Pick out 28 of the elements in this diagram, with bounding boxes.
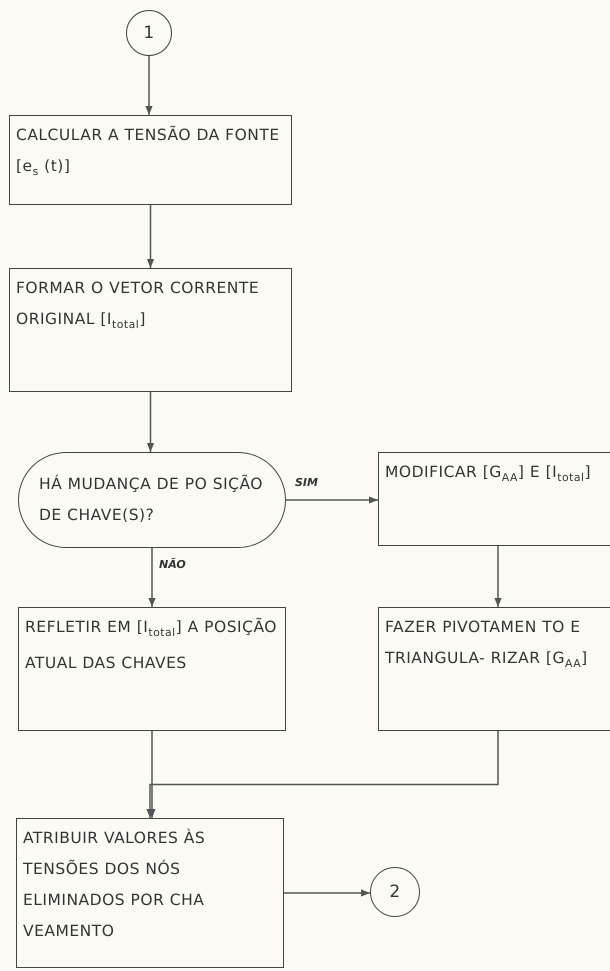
node-text: 1	[143, 22, 155, 44]
edge-label: SIM	[294, 476, 319, 489]
process-box	[378, 607, 610, 731]
connector-circle	[126, 10, 172, 56]
process-box	[18, 607, 286, 731]
node-text: FAZER PIVOTAMEN TO E TRIANGULA- RIZAR [G$_{AA}$]	[384, 617, 589, 672]
node-text: 2	[389, 880, 401, 904]
arrow	[148, 548, 156, 607]
process-box	[9, 115, 292, 205]
process-box	[16, 818, 284, 968]
arrow	[145, 56, 153, 115]
node-text: ATRIBUIR VALORES ÀS TENSÕES DOS NÓS ELIMINADOS POR CHA VEAMENTO	[22, 828, 206, 942]
node-text: REFLETIR EM [I$_{total}$] A POSIÇÃO ATUAL DAS CHAVES	[24, 616, 278, 674]
connector-circle	[370, 867, 420, 917]
process-box	[9, 268, 292, 392]
edge-label: NÃO	[158, 558, 187, 571]
arrow	[146, 392, 154, 452]
arrow	[494, 546, 502, 607]
arrow	[146, 205, 154, 268]
process-box	[378, 452, 610, 546]
arrow	[146, 731, 499, 818]
arrow	[284, 889, 370, 897]
arrow	[286, 496, 378, 504]
node-text: CALCULAR A TENSÃO DA FONTE [e$_{s}$ (t)]	[15, 124, 281, 180]
node-text: HÁ MUDANÇA DE PO SIÇÃO DE CHAVE(S)?	[38, 474, 264, 526]
arrow	[148, 731, 156, 818]
node-text: MODIFICAR [G$_{AA}$] E [I$_{total}$]	[384, 462, 592, 486]
node-text: FORMAR O VETOR CORRENTE ORIGINAL [I$_{total}$]	[15, 278, 260, 334]
